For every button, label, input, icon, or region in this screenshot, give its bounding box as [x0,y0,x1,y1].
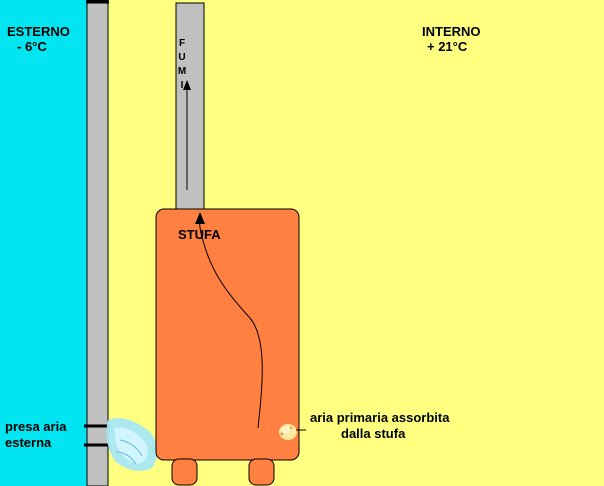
outside-title: ESTERNO [7,24,70,39]
combustion-air-arrow-head [195,212,205,224]
combustion-air-path [199,215,263,429]
flue-label: FUMI [177,38,187,91]
outside-temperature: - 6°C [17,39,47,54]
flue-pipe [175,2,205,210]
primary-air-spot [279,424,297,440]
primary-air-label-line1: aria primaria assorbita [310,410,450,425]
inside-title: INTERNO [422,24,481,39]
external-air-intake-label-line1: presa aria [5,419,67,434]
wall [86,0,109,486]
stove-label: STUFA [178,227,221,242]
stove-foot-right [248,458,275,486]
inside-temperature: + 21°C [427,39,468,54]
external-air-flow [106,418,158,471]
external-air-intake-label-line2: esterna [5,435,52,450]
stove-foot-left [171,458,198,486]
outside-zone [0,0,88,486]
flue-arrow-head [183,80,191,90]
primary-air-label-line2: dalla stufa [341,426,406,441]
stove-body [155,208,300,461]
